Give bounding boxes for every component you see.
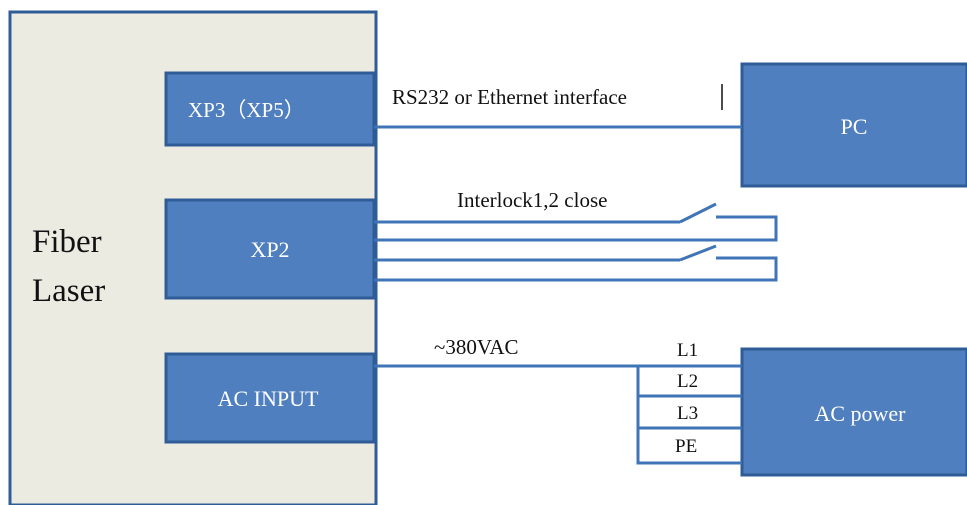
port-xp2-label: XP2 [250,237,289,262]
port-ac-input-label: AC INPUT [218,386,319,411]
device-pc-label: PC [841,114,868,139]
port-ac-input: AC INPUT [164,352,376,444]
device-ac-power-label: AC power [814,401,906,426]
device-pc: PC [740,62,967,188]
fiber-laser-label-line1: Fiber [32,224,102,260]
phase-label-l1: L1 [677,340,698,361]
port-xp2: XP2 [164,198,376,300]
interlock-wiring: Interlock1,2 close [374,188,778,282]
interlock-label: Interlock1,2 close [457,188,607,212]
phase-label-l3: L3 [677,403,698,424]
serial-link-label: RS232 or Ethernet interface [392,85,627,109]
phase-label-pe: PE [675,436,697,457]
ac-wiring: ~380VAC L1 L2 L3 PE [374,335,742,465]
phase-label-l2: L2 [677,371,698,392]
device-ac-power: AC power [740,347,967,477]
serial-link: RS232 or Ethernet interface [374,84,742,129]
voltage-label: ~380VAC [434,335,519,359]
fiber-laser-label-line2: Laser [32,273,105,309]
port-xp3: XP3（XP5） [164,71,376,147]
port-xp3-label: XP3（XP5） [188,98,305,122]
